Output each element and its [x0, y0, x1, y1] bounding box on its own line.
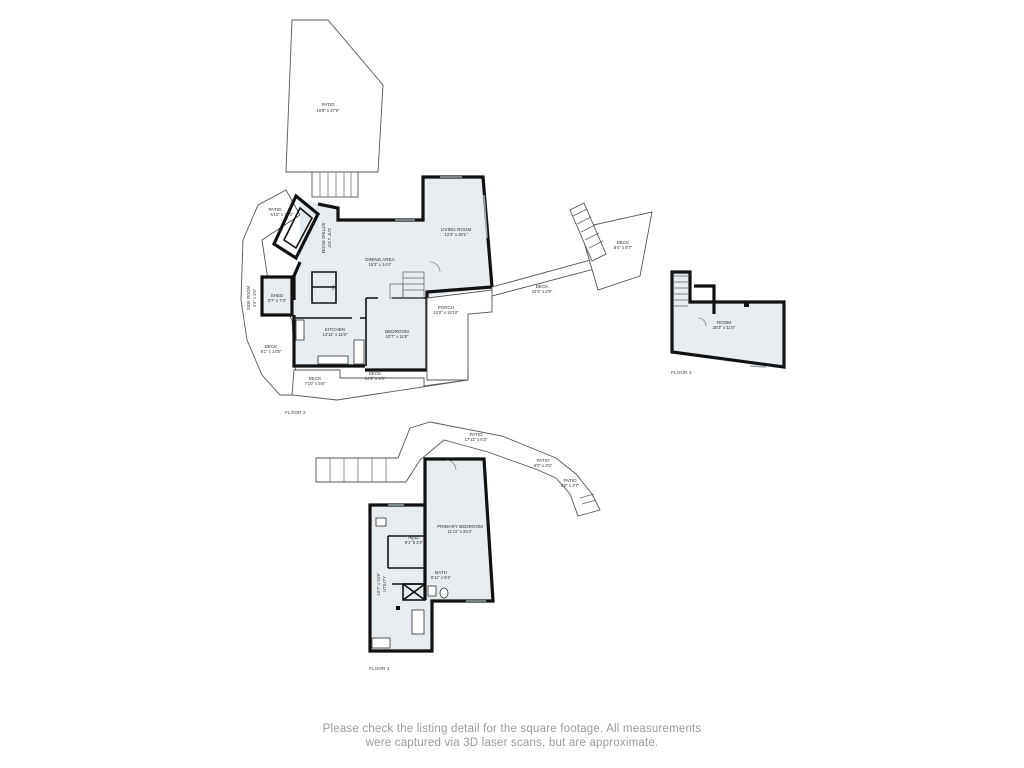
disclaimer-text: Please check the listing detail for the … [262, 722, 762, 750]
deck-right-long-dims: 20'3" x 3'9" [532, 289, 553, 294]
patio-top-outline [285, 19, 384, 173]
floor-2-interior [294, 178, 492, 370]
top-stairs [311, 171, 359, 198]
bath-dims: 8'11" x 5'1" [431, 575, 452, 580]
floor-1-plan: PATIO 17'11" x 6'3" PATIO 6'0" x 3'5" PA… [315, 421, 601, 672]
patio-left-label: PATIO [268, 207, 282, 212]
floor-2-plan: PATIO 16'8" x 27'9" PATIO 5'10" x 14'0" … [240, 19, 653, 416]
porch-outline [426, 289, 493, 381]
floor-1-outer-walls [368, 457, 495, 653]
patio-left-dims: 5'10" x 14'0" [271, 212, 294, 217]
patio-f1-c-dims: 4'0" x 3'7" [561, 483, 580, 488]
deck-right-long-label: DECK [536, 284, 550, 289]
disclaimer-line-2: were captured via 3D laser scans, but ar… [365, 737, 659, 749]
hall-label: HALL [408, 535, 420, 540]
floor-3-label: FLOOR 3 [671, 370, 692, 376]
floor-3-plan: ROOM 20'3" x 11'5" FLOOR 3 [670, 270, 786, 376]
sitting-room-dims: 11'5" x 5'6" [327, 228, 332, 249]
dining-area-dims: 15'3" x 14'4" [369, 262, 392, 267]
deck-lower-left-label: DECK [309, 376, 323, 381]
porch-dims: 12'2" x 19'10" [433, 310, 459, 315]
sitting-room-walls [271, 193, 321, 261]
deck-lower-mid-dims: 14'2" x 4'3" [365, 376, 386, 381]
living-room-dims: 12'3" x 20'1" [445, 232, 468, 237]
sitting-room-label: SITTING ROOM [321, 223, 326, 254]
bedroom-label: BEDROOM [385, 329, 409, 334]
side-room-label: SIDE ROOM [246, 286, 251, 310]
bath-label: BATH [435, 570, 447, 575]
side-room-dims: 4'4" x 3'6" [252, 288, 257, 307]
deck-left-label: DECK [265, 344, 279, 349]
utility-dims: 10'7" x 24'9" [376, 572, 381, 595]
deck-right-top-outline [579, 211, 653, 291]
deck-lower-left-dims: 7'10" x 5'6" [305, 381, 326, 386]
patio-f1-a-dims: 17'11" x 6'3" [465, 437, 488, 442]
deck-left-dims: 9'1" x 14'5" [261, 349, 282, 354]
room-floor3-dims: 20'3" x 11'5" [713, 325, 736, 330]
patio-f1-outline [315, 421, 601, 517]
floor-2-label: FLOOR 2 [285, 410, 306, 416]
primary-bedroom-label: PRIMARY BEDROOM [437, 524, 483, 529]
disclaimer-line-1: Please check the listing detail for the … [322, 723, 702, 735]
patio-f1-c-label: PATIO [563, 478, 577, 483]
primary-bedroom-dims: 11'11" x 25'4" [448, 529, 473, 534]
shed-room [262, 277, 292, 315]
patio-f1-a-label: PATIO [469, 432, 483, 437]
dining-area-label: DINING AREA [365, 257, 396, 262]
deck-right-top-label: DECK [617, 240, 631, 245]
kitchen-dims: 13'11" x 11'9" [323, 332, 348, 337]
deck-lower-mid-label: DECK [369, 371, 383, 376]
living-room-label: LIVING ROOM [441, 227, 472, 232]
shed-label: SHED [271, 293, 284, 298]
patio-top-label: PATIO [321, 102, 335, 107]
deck-lower-outline [291, 368, 469, 401]
bedroom-dims: 10'7" x 11'8" [386, 334, 409, 339]
porch-label: PORCH [438, 305, 455, 310]
kitchen-label: KITCHEN [325, 327, 345, 332]
patio-f1-stairs [329, 458, 597, 505]
deck-right-stairs [569, 202, 607, 262]
utility-label: UTILITY [382, 576, 387, 592]
floor-1-label: FLOOR 1 [369, 666, 390, 672]
deck-right-top-dims: 8'4" x 8'7" [614, 245, 633, 250]
room-floor3-label: ROOM [717, 320, 731, 325]
kitchen-counters [295, 319, 365, 365]
closet-label: CL [331, 285, 336, 291]
floor-3-walls [670, 270, 786, 369]
shed-dims: 5'7" x 7'3" [268, 298, 287, 303]
patio-f1-b-dims: 6'0" x 3'5" [534, 463, 553, 468]
patio-top-dims: 16'8" x 27'9" [317, 108, 340, 113]
patio-f1-b-label: PATIO [536, 458, 550, 463]
hall-dims: 8'1" x 2'4" [405, 540, 424, 545]
